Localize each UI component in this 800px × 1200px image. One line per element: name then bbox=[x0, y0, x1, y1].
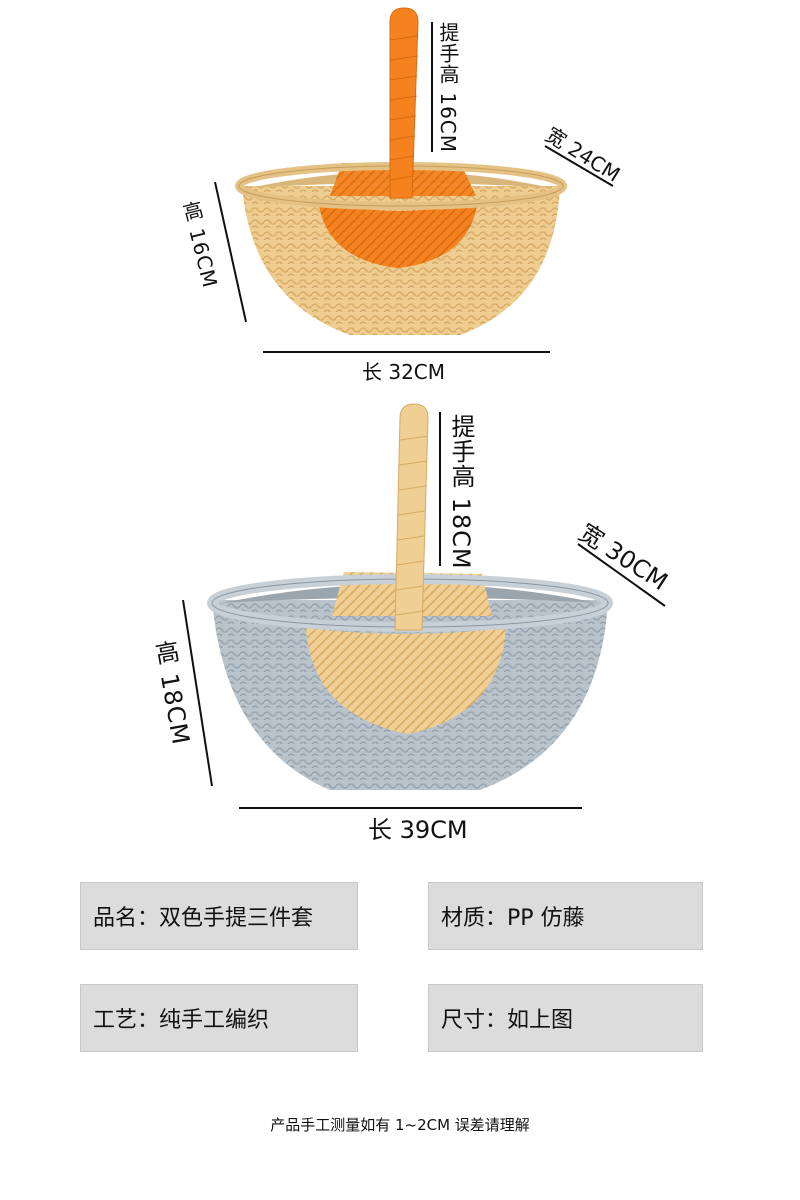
small-height-line bbox=[214, 181, 247, 323]
measurement-note: 产品手工测量如有 1~2CM 误差请理解 bbox=[270, 1116, 530, 1134]
material-box: 材质：PP 仿藤 bbox=[428, 882, 703, 950]
small-width-line bbox=[544, 145, 614, 187]
large-handle-height-label: 提手高 18CM bbox=[447, 414, 475, 570]
product-name: 品名：双色手提三件套 bbox=[93, 906, 314, 931]
material: 材质：PP 仿藤 bbox=[441, 906, 585, 931]
size-box: 尺寸：如上图 bbox=[428, 984, 703, 1052]
craft-box: 工艺：纯手工编织 bbox=[80, 984, 358, 1052]
small-length-label: 长 32CM bbox=[362, 360, 446, 384]
size: 尺寸：如上图 bbox=[441, 1008, 574, 1033]
large-basket bbox=[207, 403, 613, 790]
craft: 工艺：纯手工编织 bbox=[93, 1008, 270, 1033]
large-height-line bbox=[182, 599, 213, 787]
small-handle-height-label: 提手高 16CM bbox=[436, 22, 460, 154]
product-name-box: 品名：双色手提三件套 bbox=[80, 882, 358, 950]
small-basket bbox=[235, 7, 567, 335]
product-illustration bbox=[182, 7, 666, 809]
large-width-line bbox=[577, 543, 666, 607]
large-length-label: 长 39CM bbox=[368, 816, 468, 844]
